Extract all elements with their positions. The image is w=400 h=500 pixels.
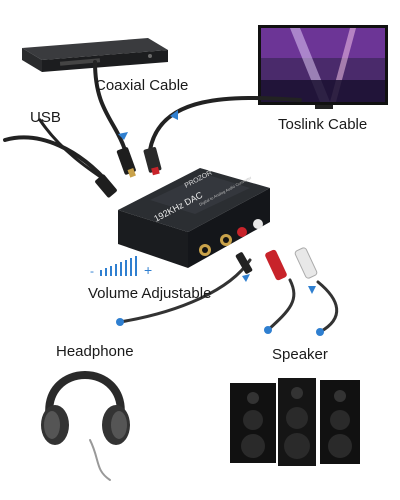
dac-device-icon <box>118 168 270 268</box>
device-brand: PROZOR <box>184 170 214 190</box>
dvd-player-icon <box>22 38 168 72</box>
coaxial-cable-label: Coaxial Cable <box>95 77 189 94</box>
plug-rca-red <box>265 249 287 281</box>
volume-plus-icon: + <box>144 262 153 278</box>
device-model: 192KHz DAC <box>152 190 204 224</box>
volume-minus-icon: - <box>90 264 94 278</box>
cable-group <box>3 60 339 481</box>
speaker-icon-center <box>278 378 316 466</box>
headphones-icon <box>41 371 130 445</box>
plug-toslink <box>143 147 162 176</box>
direction-arrows <box>118 110 316 294</box>
speaker-icon-left <box>230 383 276 463</box>
toslink-cable-label: Toslink Cable <box>278 116 368 133</box>
usb-label: USB <box>30 109 61 126</box>
plug-coax <box>116 147 136 178</box>
plug-rca-white <box>294 247 318 279</box>
headphone-label: Headphone <box>56 343 134 360</box>
speaker-label: Speaker <box>272 346 328 363</box>
plug-usb <box>95 174 117 198</box>
volume-adjustable-label: Volume Adjustable <box>88 285 212 302</box>
plug-headphone <box>235 252 253 274</box>
tv-icon <box>258 25 388 109</box>
connection-dots <box>116 318 324 336</box>
speaker-icon-right <box>320 380 360 464</box>
volume-bars-icon <box>100 256 137 276</box>
